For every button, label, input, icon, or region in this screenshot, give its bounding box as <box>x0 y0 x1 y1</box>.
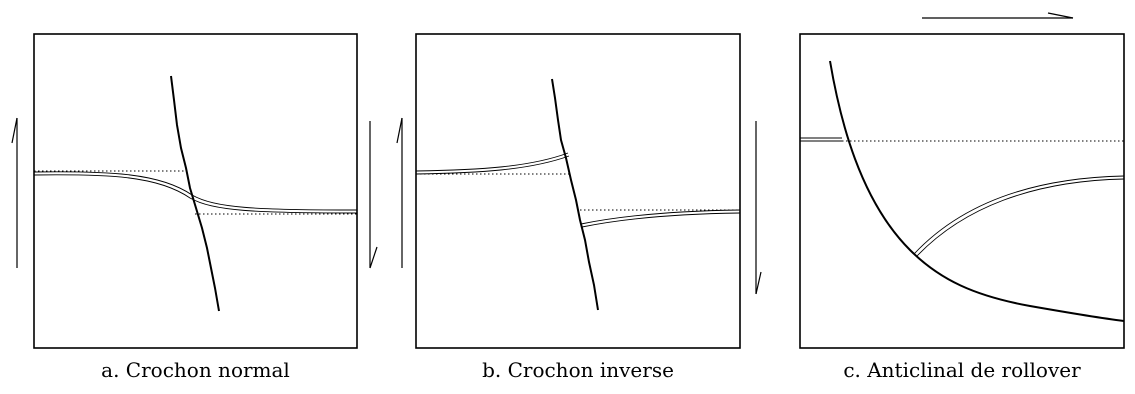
panel-b-drag-fold-layer-right <box>580 209 740 228</box>
panel-c-frame <box>799 33 1125 349</box>
panel-b-motion-arrow-down <box>369 121 762 295</box>
panel-b <box>396 33 741 349</box>
caption-panel-c: c. Anticlinal de rollover <box>843 358 1081 382</box>
panel-b-fault-line <box>551 78 599 311</box>
panel-b-frame <box>415 33 741 349</box>
panel-a-frame <box>33 33 358 349</box>
panel-a-motion-arrow-up <box>11 117 18 268</box>
caption-panel-a: a. Crochon normal <box>101 358 290 382</box>
panel-a <box>11 33 358 349</box>
panel-c-listric-fault <box>829 60 1124 322</box>
panel-c-rollover-layer <box>913 175 1124 257</box>
caption-panel-b: b. Crochon inverse <box>482 358 674 382</box>
panel-c-footwall-layer <box>800 137 842 142</box>
panel-c-extension-arrow-right <box>922 12 1074 19</box>
panel-b-drag-fold-layer-left <box>416 152 570 175</box>
panel-b-motion-arrow-up <box>396 117 403 268</box>
panel-c <box>799 12 1125 349</box>
panel-a-fault-line <box>170 75 220 312</box>
